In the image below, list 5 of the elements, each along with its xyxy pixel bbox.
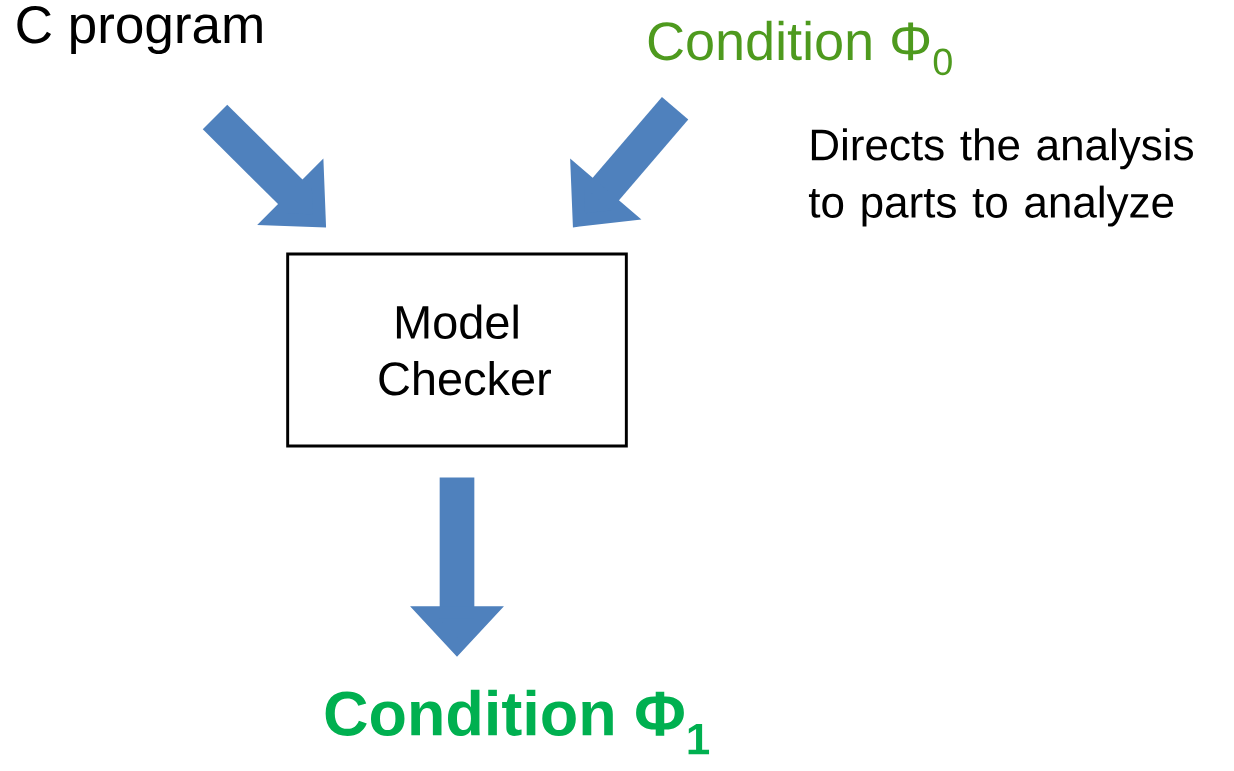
input-label: C program (17, 5, 262, 55)
result-label: Condition Φ$_{1}$ (325, 689, 710, 755)
note-text: Directs the analysis to parts to analyze (808, 128, 1193, 227)
process-box: Model Checker (286, 252, 628, 448)
condition-label: Condition Φ$_{0}$ (648, 20, 952, 76)
